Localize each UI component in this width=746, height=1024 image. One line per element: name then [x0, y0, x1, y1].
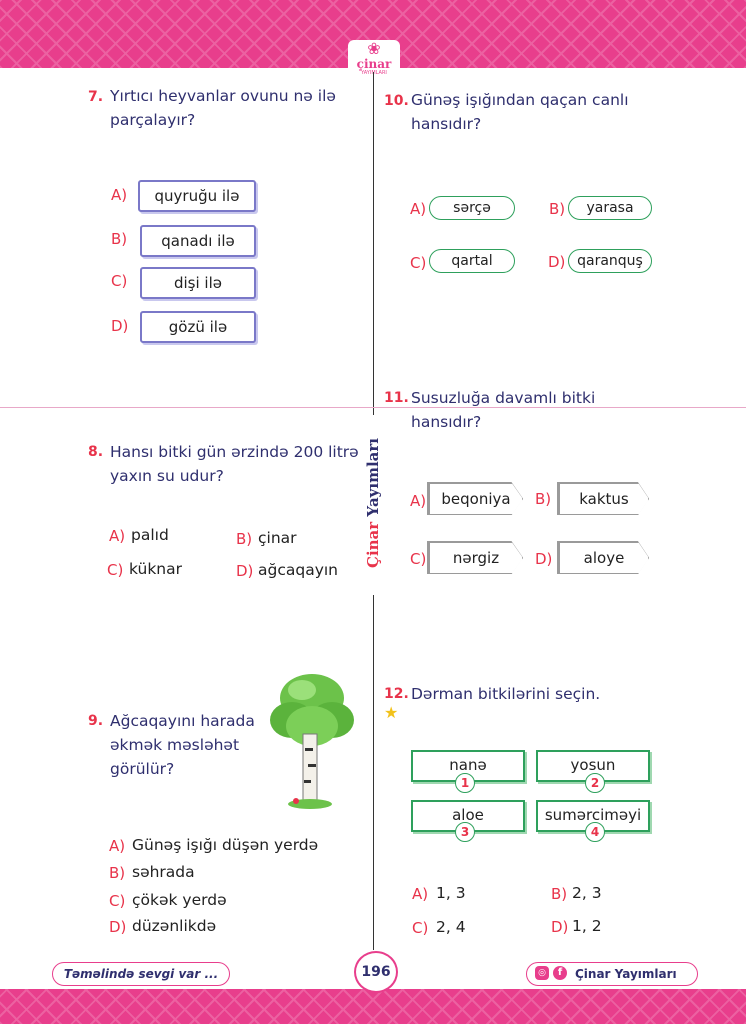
instagram-icon[interactable]: ◎: [535, 966, 549, 980]
q10-option-c[interactable]: qartal: [429, 249, 515, 273]
q9-option-b[interactable]: səhrada: [132, 863, 195, 881]
q9-option-a[interactable]: Günəş işığı düşən yerdə: [132, 836, 319, 854]
q12-item-2[interactable]: yosun: [536, 750, 650, 782]
q12-item-2-number: 2: [585, 773, 605, 793]
q11-label-c[interactable]: C): [410, 550, 427, 568]
footer-brand-text: Çinar Yayımları: [575, 967, 677, 981]
q8-label-d[interactable]: D): [236, 562, 254, 580]
vertical-brand: Çinar Yayımları: [364, 437, 382, 568]
q12-label-c[interactable]: C): [412, 919, 429, 937]
flower-icon: ❀: [367, 39, 381, 58]
q8-option-b[interactable]: çinar: [258, 529, 297, 547]
q8-option-a[interactable]: palıd: [131, 526, 169, 544]
q10-label-a[interactable]: A): [410, 200, 427, 218]
q12-option-b[interactable]: 2, 3: [572, 884, 602, 902]
q9-label-c[interactable]: C): [109, 892, 126, 910]
q12-option-c[interactable]: 2, 4: [436, 918, 466, 936]
q12-option-d[interactable]: 1, 2: [572, 917, 602, 935]
q12-text: Dərman bitkilərini seçin.: [411, 685, 601, 703]
q8-label-a[interactable]: A): [109, 527, 126, 545]
q7-label-b[interactable]: B): [111, 230, 128, 248]
q7-label-d[interactable]: D): [111, 317, 129, 335]
q7-option-b[interactable]: qanadı ilə: [140, 225, 256, 257]
q8-label-b[interactable]: B): [236, 530, 253, 548]
q12-label-a[interactable]: A): [412, 885, 429, 903]
q12-number: 12.: [384, 686, 409, 702]
q10-option-a[interactable]: sərçə: [429, 196, 515, 220]
q11-option-d[interactable]: aloye: [559, 542, 649, 574]
q10-number: 10.: [384, 93, 409, 109]
q7-label-a[interactable]: A): [111, 186, 128, 204]
footer-brand: ◎ f Çinar Yayımları: [526, 962, 698, 986]
q12-item-3-number: 3: [455, 822, 475, 842]
q9-label-d[interactable]: D): [109, 918, 127, 936]
star-icon: ★: [384, 703, 399, 722]
q9-option-c[interactable]: çökək yerdə: [132, 891, 227, 909]
q11-label-b[interactable]: B): [535, 490, 552, 508]
birch-tree-illustration: [270, 674, 354, 809]
q10-label-d[interactable]: D): [548, 253, 566, 271]
q12-item-4-number: 4: [585, 822, 605, 842]
q12-option-a[interactable]: 1, 3: [436, 884, 466, 902]
q11-number: 11.: [384, 390, 409, 406]
facebook-icon[interactable]: f: [553, 966, 567, 980]
column-divider-bottom: [373, 595, 374, 950]
q12-label-b[interactable]: B): [551, 885, 568, 903]
q11-option-a[interactable]: beqoniya: [429, 483, 523, 515]
q11-option-c[interactable]: nərgiz: [429, 542, 523, 574]
q9-label-b[interactable]: B): [109, 864, 126, 882]
q7-option-a[interactable]: quyruğu ilə: [138, 180, 256, 212]
q7-number: 7.: [88, 89, 104, 105]
footer-slogan: Təməlində sevgi var ...: [52, 962, 230, 986]
q12-item-1-number: 1: [455, 773, 475, 793]
q10-option-d[interactable]: qaranquş: [568, 249, 652, 273]
row-divider: [0, 407, 746, 408]
page-number: 196: [354, 951, 398, 993]
publisher-logo: ❀ çinar YAYIMLARI: [348, 40, 400, 84]
q11-label-a[interactable]: A): [410, 492, 427, 510]
column-divider-top: [373, 72, 374, 415]
q8-label-c[interactable]: C): [107, 561, 124, 579]
q7-option-d[interactable]: gözü ilə: [140, 311, 256, 343]
q11-option-b[interactable]: kaktus: [559, 483, 649, 515]
q9-label-a[interactable]: A): [109, 837, 126, 855]
q8-option-d[interactable]: ağcaqayın: [258, 561, 338, 579]
q12-label-d[interactable]: D): [551, 918, 569, 936]
q10-label-c[interactable]: C): [410, 254, 427, 272]
q9-option-d[interactable]: düzənlikdə: [132, 917, 217, 935]
q10-label-b[interactable]: B): [549, 200, 566, 218]
q9-number: 9.: [88, 713, 104, 729]
q7-label-c[interactable]: C): [111, 272, 128, 290]
q10-option-b[interactable]: yarasa: [568, 196, 652, 220]
q8-option-c[interactable]: küknar: [129, 560, 182, 578]
footer-band: [0, 989, 746, 1024]
q12-item-4[interactable]: sumərcimәyi: [536, 800, 650, 832]
q7-option-c[interactable]: dişi ilə: [140, 267, 256, 299]
q8-number: 8.: [88, 444, 104, 460]
header-band: [0, 0, 746, 68]
q11-label-d[interactable]: D): [535, 550, 553, 568]
